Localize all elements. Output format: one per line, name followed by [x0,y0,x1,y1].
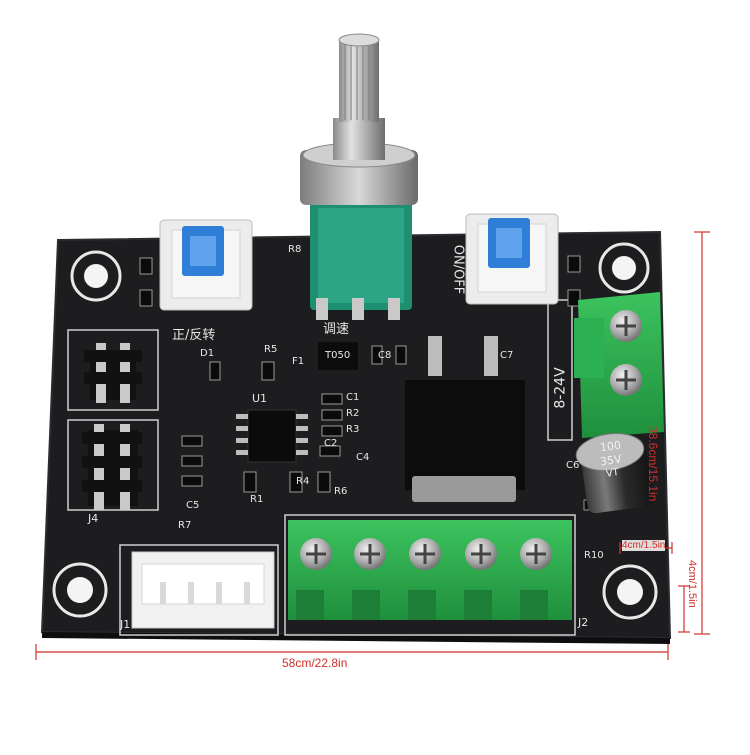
ref-c6: C6 [566,460,580,471]
ref-r7: R7 [178,520,192,531]
ref-r3: R3 [346,424,360,435]
header-j4-label: J4 [88,512,99,525]
fuse [318,342,358,370]
direction-label: 正/反转 [172,328,216,343]
electrolytic-capacitor [575,433,653,514]
terminal-width-label: 4cm/1.5in [686,560,698,608]
pin-header[interactable] [82,424,142,510]
jst-connector[interactable] [131,551,275,629]
mounting-hole [70,250,122,302]
ref-c4: C4 [356,452,370,463]
terminal-pitch-label: 4cm/1.5in [622,540,666,551]
ref-r2: R2 [346,408,360,419]
motor-terminal[interactable] [288,520,572,620]
power-terminal[interactable] [574,292,664,438]
ref-r8: R8 [288,244,302,255]
capacitor-series: VT [605,467,620,480]
power-switch[interactable] [465,213,559,305]
ref-r1: R1 [250,494,264,505]
smd-components [139,255,605,511]
ref-c2: C2 [324,438,338,449]
pin-header[interactable] [84,343,142,403]
ref-r10: R10 [584,550,604,561]
ref-f1: F1 [292,356,305,367]
regulator [405,336,525,502]
speed-knob-label: 调速 [323,322,350,337]
mounting-hole [52,562,108,618]
width-dimension-label: 58cm/22.8in [282,656,348,670]
connector-j1-label: J1 [120,618,131,631]
ref-c5: C5 [186,500,200,511]
chip-u1-label: U1 [252,392,268,405]
ref-r5: R5 [264,344,278,355]
connector-j2-label: J2 [578,616,589,629]
mounting-hole [598,242,650,294]
height-dimension-label: 38.6cm/15.1in [646,426,660,502]
ref-c8: C8 [378,350,392,361]
power-switch-label: ON/OFF [450,244,466,295]
ref-c7: C7 [500,350,514,361]
driver-chip [236,409,308,463]
diode-label: D1 [200,348,215,359]
silkscreen-outlines [67,299,576,636]
mounting-hole [602,564,658,620]
potentiometer[interactable] [300,33,418,320]
ref-c1: C1 [346,392,360,403]
ref-r6: R6 [334,486,348,497]
voltage-label: 8-24V [552,367,569,409]
fuse-label: T050 [325,350,351,361]
direction-switch[interactable] [159,219,253,311]
ref-r4: R4 [296,476,310,487]
